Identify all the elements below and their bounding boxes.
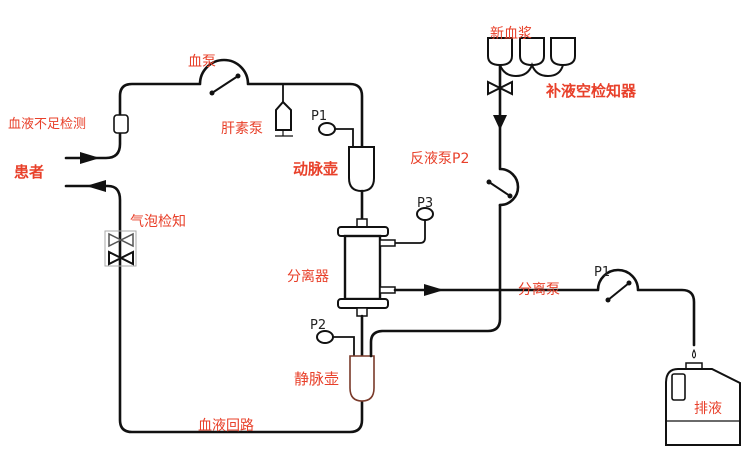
blood-shortage-detect-label: 血液不足检测 [8, 117, 86, 132]
separation-pump-label: 分离泵 [518, 281, 560, 298]
waste-container-icon [665, 362, 741, 446]
patient-label: 患者 [14, 163, 44, 181]
blood-shortage-detector-icon [113, 114, 129, 134]
patient-outflow-line [64, 131, 122, 160]
return-pump-housing [498, 64, 520, 207]
pressure-gauge-p1-icon [318, 122, 336, 136]
return-pump-label: 反液泵P2 [410, 151, 469, 167]
return-pump-icon [486, 179, 513, 199]
pump-p1-label: P1 [594, 265, 610, 280]
arrow-out [86, 180, 106, 192]
heparin-syringe-icon [275, 84, 293, 137]
filtrate-arrow [424, 284, 444, 296]
patient-inflow-line [64, 184, 364, 434]
waste-label: 排液 [694, 401, 722, 417]
p1-label: P1 [311, 109, 327, 124]
fresh-plasma-bags-icon [487, 37, 576, 78]
arterial-chamber-label: 动脉壶 [293, 160, 338, 178]
separator-icon [337, 218, 396, 317]
fresh-plasma-label: 新血浆 [490, 26, 532, 42]
valve-icon [487, 80, 513, 96]
bubble-detector-icon [104, 230, 137, 267]
blood-circuit-label: 血液回路 [198, 418, 254, 434]
p3-label: P3 [417, 196, 433, 211]
arrow-in [80, 152, 100, 164]
arterial-chamber-icon [348, 146, 375, 193]
replacement-arrow [493, 115, 507, 130]
venous-chamber-icon [349, 355, 375, 402]
blood-pump-label: 血泵 [188, 54, 216, 70]
replacement-empty-detector-label: 补液空检知器 [545, 82, 637, 100]
heparin-pump-label: 肝素泵 [221, 121, 263, 137]
separation-pump-icon [605, 280, 632, 303]
separator-label: 分离器 [287, 268, 329, 285]
venous-chamber-label: 静脉壶 [294, 370, 339, 388]
replacement-line [369, 203, 502, 358]
drop-icon [692, 348, 696, 359]
filtrate-line [393, 268, 696, 347]
bubble-detect-label: 气泡检知 [130, 213, 186, 230]
p2-label: P2 [310, 318, 326, 333]
blood-line-top [118, 58, 364, 150]
blood-pump-icon [209, 73, 241, 96]
